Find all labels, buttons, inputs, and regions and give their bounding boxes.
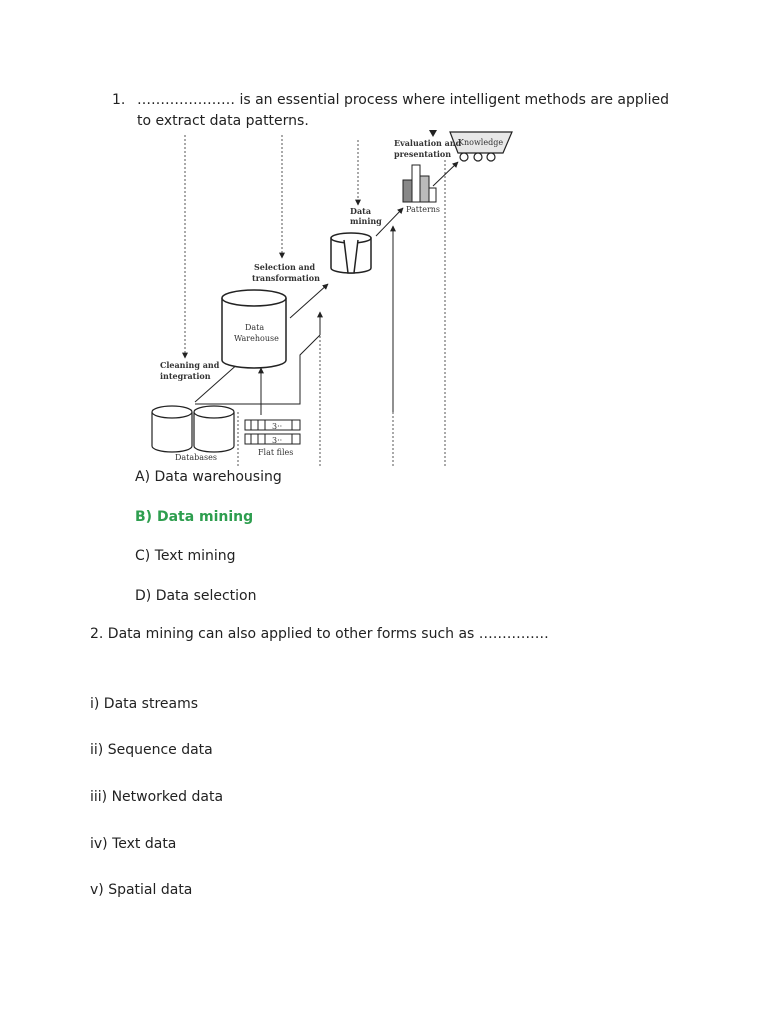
option-d[interactable]: D) Data selection — [135, 588, 257, 604]
label-transformation: transformation — [252, 273, 320, 283]
label-evaluation: Evaluation and — [394, 138, 462, 148]
label-selection: Selection and — [254, 262, 316, 272]
item-networked-data: iii) Networked data — [90, 789, 224, 805]
option-b-correct[interactable]: B) Data mining — [135, 509, 254, 525]
question-1-text-line-1: ………………… is an essential process where in… — [137, 92, 670, 108]
arrow-databases-to-warehouse — [194, 361, 241, 403]
flat-files-icon: 3·· 3·· — [244, 419, 301, 445]
option-c[interactable]: C) Text mining — [135, 548, 236, 564]
item-sequence-data: ii) Sequence data — [90, 742, 213, 758]
label-knowledge: Knowledge — [458, 138, 503, 147]
item-data-streams: i) Data streams — [90, 696, 199, 712]
label-mining: mining — [350, 216, 382, 226]
arrow-mining-to-patterns — [375, 207, 404, 237]
question-2-text: 2. Data mining can also applied to other… — [90, 626, 549, 642]
label-warehouse: Warehouse — [234, 334, 279, 343]
svg-text:3··: 3·· — [272, 422, 282, 431]
data-warehouse-icon — [221, 289, 287, 369]
label-data: Data — [350, 206, 371, 216]
label-warehouse-data: Data — [245, 323, 264, 332]
databases-icon — [151, 405, 235, 453]
label-patterns: Patterns — [406, 205, 440, 214]
svg-text:3··: 3·· — [272, 436, 282, 445]
label-databases: Databases — [175, 453, 217, 462]
label-flat-files: Flat files — [258, 448, 293, 457]
arrow-patterns-to-knowledge — [432, 161, 459, 187]
knowledge-cart-icon — [449, 131, 513, 162]
question-1-number: 1. — [112, 92, 126, 108]
option-a[interactable]: A) Data warehousing — [135, 469, 282, 485]
item-spatial-data: v) Spatial data — [90, 882, 193, 898]
label-cleaning: Cleaning and — [160, 360, 220, 370]
label-integration: integration — [160, 371, 211, 381]
patterns-icon — [402, 164, 437, 203]
arrow-warehouse-to-mining — [289, 283, 329, 319]
question-1-text-line-2: to extract data patterns. — [137, 113, 309, 129]
data-mining-icon — [330, 232, 372, 274]
label-presentation: presentation — [394, 149, 451, 159]
item-text-data: iv) Text data — [90, 836, 177, 852]
